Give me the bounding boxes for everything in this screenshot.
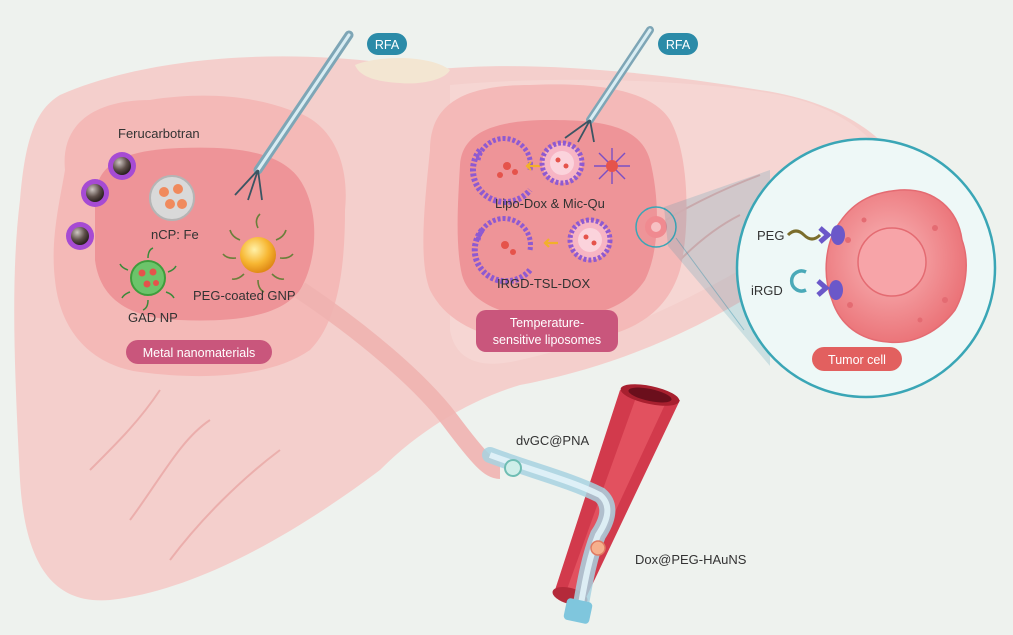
- liposome-top-mid: [539, 140, 585, 186]
- dox-peg-particle: [590, 540, 606, 556]
- liver-veins: [89, 174, 761, 561]
- peg-gnp-label: PEG-coated GNP: [193, 288, 296, 303]
- gad-np-label: GAD NP: [128, 310, 178, 325]
- micelle-top-right: [594, 148, 630, 184]
- liposome-bottom-left: [471, 216, 533, 285]
- left-tumor: [53, 95, 346, 377]
- rfa-label-right: RFA: [666, 38, 691, 52]
- zoom-panel: PEG iRGD Tumor cell: [735, 137, 997, 399]
- magnify-source: [635, 206, 677, 248]
- tsl-label-line1: Temperature-: [510, 316, 584, 330]
- metal-nanomaterials-pill: Metal nanomaterials: [126, 340, 272, 364]
- blood-vessel-main: [552, 384, 680, 606]
- catheter: [482, 447, 616, 624]
- dvgc-label: dvGC@PNA: [516, 433, 589, 448]
- tsl-label-line2: sensitive liposomes: [493, 333, 601, 347]
- dvgc-particle: [504, 459, 522, 477]
- rfa-pill-right: RFA: [658, 33, 698, 55]
- rfa-needle-left: [234, 30, 354, 201]
- zoom-cone: [664, 170, 770, 366]
- metal-nanomaterials-label: Metal nanomaterials: [143, 346, 256, 360]
- arrow-top: [525, 161, 540, 171]
- peg-label: PEG: [757, 228, 784, 243]
- rfa-needle-right: [564, 26, 654, 143]
- ncp-fe-particle: [149, 175, 195, 221]
- ferucarbotran-label: Ferucarbotran: [118, 126, 200, 141]
- irgd-ligand: [789, 269, 843, 300]
- temperature-liposomes-pill: Temperature- sensitive liposomes: [476, 310, 618, 352]
- liposome-bottom-right: [567, 217, 613, 263]
- tumor-cell-label: Tumor cell: [828, 353, 886, 367]
- blood-vessel-branch: [295, 282, 502, 479]
- irgd-label: iRGD: [751, 283, 783, 298]
- rfa-pill-left: RFA: [367, 33, 407, 55]
- ferucarbotran-particles: [66, 152, 136, 250]
- liposome-top-left: [470, 136, 533, 205]
- irgd-tsl-label: IRGD-TSL-DOX: [497, 276, 591, 291]
- right-tumor: [423, 84, 687, 343]
- peg-gnp-particle: [222, 213, 294, 293]
- peg-ligand: [786, 225, 845, 245]
- gad-np-particle: [119, 247, 177, 311]
- ncp-fe-label: nCP: Fe: [151, 227, 199, 242]
- dox-peg-label: Dox@PEG-HAuNS: [635, 552, 747, 567]
- rfa-label-left: RFA: [375, 38, 400, 52]
- arrow-bottom: [543, 238, 558, 248]
- gallbladder: [355, 58, 450, 84]
- lipo-dox-label: Lipo-Dox & Mic-Qu: [495, 196, 605, 211]
- tumor-cell-nucleus: [857, 227, 927, 297]
